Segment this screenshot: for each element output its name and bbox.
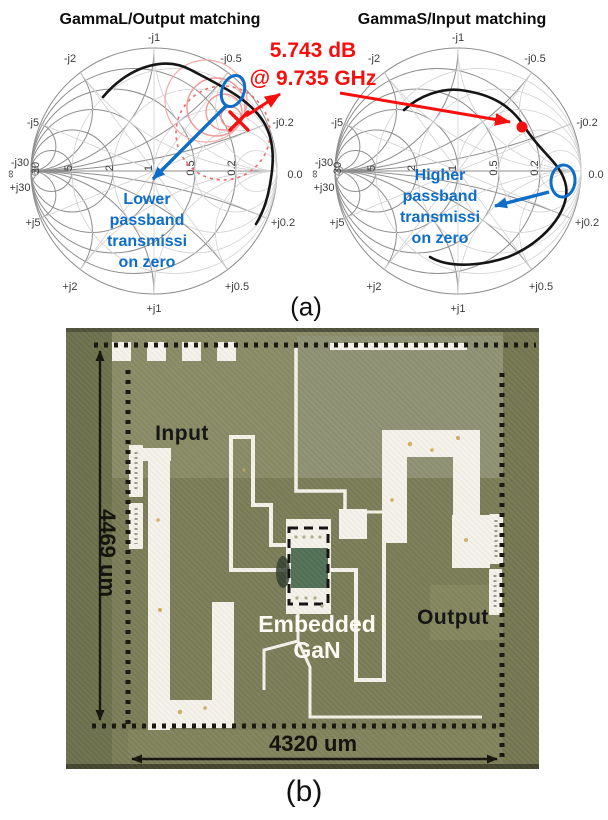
lower-zero-note: Lower passband transmissi on zero (107, 189, 187, 273)
marked-point-left (228, 92, 281, 132)
svg-text:+j1: +j1 (451, 303, 466, 315)
svg-text:+j0.2: +j0.2 (575, 217, 599, 229)
embedded-line: GaN (293, 637, 341, 663)
note-line: passband (402, 188, 478, 205)
svg-text:0.5: 0.5 (488, 160, 500, 175)
dimension-arrows (95, 350, 498, 764)
svg-text:-j1: -j1 (148, 32, 160, 44)
svg-text:+j2: +j2 (63, 281, 78, 293)
output-label: Output (417, 606, 489, 629)
panel-b-label: (b) (285, 775, 323, 808)
svg-text:30: 30 (30, 162, 42, 174)
svg-text:-j0.2: -j0.2 (576, 117, 597, 129)
svg-text:+j2: +j2 (367, 281, 382, 293)
note-line: on zero (118, 254, 176, 271)
svg-text:∞: ∞ (5, 170, 17, 178)
dotted-border (92, 342, 536, 758)
svg-text:0.0: 0.0 (287, 169, 302, 181)
note-line: Lower (123, 191, 171, 208)
svg-text:-j30: -j30 (315, 157, 333, 169)
svg-text:+j1: +j1 (147, 303, 162, 315)
svg-text:0.2: 0.2 (529, 160, 541, 175)
svg-text:0.2: 0.2 (226, 160, 238, 175)
svg-text:-j5: -j5 (331, 117, 343, 129)
svg-text:-j2: -j2 (368, 53, 380, 65)
embedded-line: Embedded (258, 611, 376, 637)
panel-a-label: (a) (290, 291, 322, 322)
svg-text:-j0.5: -j0.5 (220, 53, 241, 65)
svg-text:0.0: 0.0 (588, 169, 603, 181)
svg-text:+j0.5: +j0.5 (225, 281, 249, 293)
svg-text:+j30: +j30 (313, 182, 334, 194)
width-dimension-label: 4320 um (268, 731, 358, 756)
gain-callout: 5.743 dB @ 9.735 GHz (250, 37, 377, 93)
die-photo (66, 328, 539, 769)
height-dimension-label: 4469 um (95, 508, 120, 598)
gain-frequency: @ 9.735 GHz (249, 67, 377, 90)
svg-text:+j5: +j5 (26, 217, 41, 229)
svg-text:∞: ∞ (309, 170, 321, 178)
note-line: transmissi (399, 209, 481, 226)
svg-text:+j5: +j5 (330, 217, 345, 229)
svg-text:5: 5 (366, 165, 378, 171)
marked-point-right (339, 91, 528, 133)
svg-text:-j0.2: -j0.2 (272, 117, 293, 129)
svg-text:0.5: 0.5 (185, 160, 197, 175)
metal-traces (112, 342, 503, 730)
svg-text:-j30: -j30 (11, 157, 29, 169)
note-line: on zero (411, 230, 469, 247)
pad-markings (134, 436, 498, 715)
svg-text:-j1: -j1 (452, 32, 464, 44)
svg-text:30: 30 (332, 162, 344, 174)
svg-text:1: 1 (447, 165, 459, 171)
svg-text:+j0.5: +j0.5 (529, 281, 553, 293)
input-label: Input (155, 422, 209, 445)
zero-marker-left (151, 74, 247, 181)
higher-zero-note: Higher passband transmissi on zero (400, 165, 480, 249)
svg-text:+j0.2: +j0.2 (271, 217, 295, 229)
gain-value: 5.743 dB (269, 39, 357, 62)
right-chart-title: GammaS/Input matching (357, 11, 547, 28)
svg-text:5: 5 (63, 165, 75, 171)
svg-text:2: 2 (104, 165, 116, 171)
gan-die (276, 519, 331, 614)
note-line: Higher (414, 167, 466, 184)
note-line: transmissi (106, 233, 188, 250)
svg-text:-j0.5: -j0.5 (524, 53, 545, 65)
left-chart-title: GammaL/Output matching (59, 11, 261, 28)
note-line: passband (109, 212, 185, 229)
smith-ticks-right: -j1 -j0.5 -j0.2 0.0 +j0.2 +j0.5 +j1 +j2 +j5 +j30 ∞… (309, 32, 604, 315)
svg-text:1: 1 (143, 165, 155, 171)
svg-text:2: 2 (406, 165, 418, 171)
svg-text:+j30: +j30 (9, 182, 30, 194)
svg-text:-j5: -j5 (27, 117, 39, 129)
embedded-gan-label: Embedded GaN (258, 611, 376, 663)
smith-ticks-left: -j1 -j0.5 -j0.2 0.0 +j0.2 +j0.5 +j1 +j2 +j5 +j30 ∞… (5, 32, 303, 315)
svg-text:-j2: -j2 (64, 53, 76, 65)
zero-marker-right (494, 163, 577, 209)
